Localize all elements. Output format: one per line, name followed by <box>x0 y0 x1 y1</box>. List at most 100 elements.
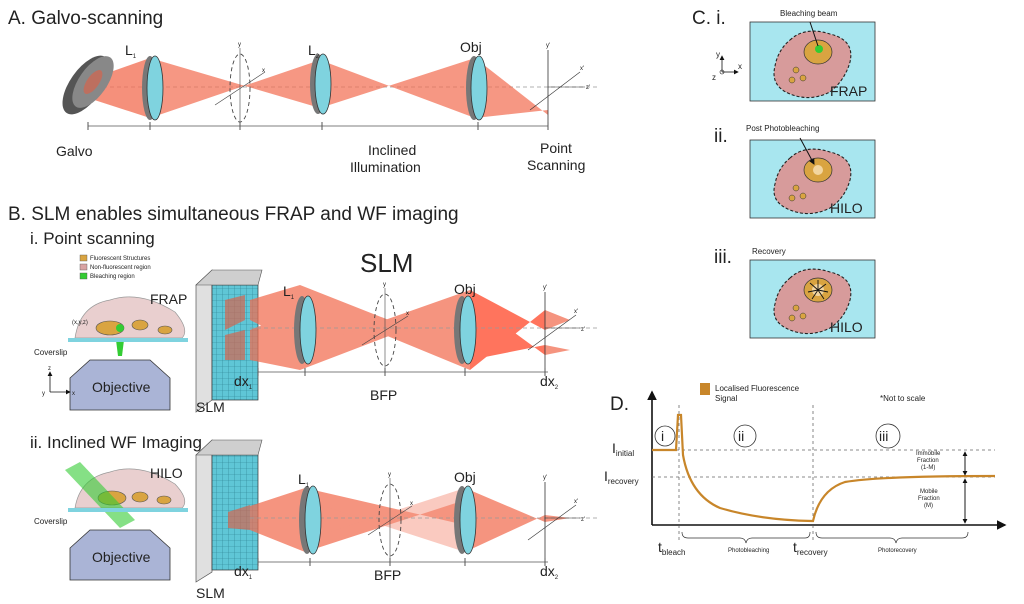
panel-b: B. SLM enables simultaneous FRAP and WF … <box>8 204 600 601</box>
dx2-bii: dx2 <box>540 563 559 581</box>
sample-ii <box>65 462 188 581</box>
legend-b: Fluorescent Structures Non-fluorescent r… <box>79 254 151 280</box>
legend-swatch-fluorescent <box>79 254 88 262</box>
beams-ii <box>250 488 570 552</box>
panel-c-iii: iii. <box>714 247 732 268</box>
bi-zp: z' <box>581 327 585 333</box>
panel-b-ii-title: ii. Inclined WF Imaging <box>30 433 202 452</box>
legend-swatch-nonfluorescent <box>79 263 88 271</box>
note-d: *Not to scale <box>880 394 926 403</box>
a-xp: x' <box>580 66 584 72</box>
immobile-label-3: (1-M) <box>921 465 935 471</box>
panel-a-title: A. Galvo-scanning <box>8 8 163 29</box>
xyz-label: (x,y,z) <box>72 320 88 326</box>
b-axis-y: y <box>42 391 45 397</box>
panel-c-ii: ii. <box>714 126 728 147</box>
hilo-label-c1: HILO <box>830 200 863 216</box>
dx2-bi: dx2 <box>540 373 559 391</box>
label-scanning: Scanning <box>527 157 585 173</box>
label-l1-bi: L1 <box>283 283 295 301</box>
hilo-label-b: HILO <box>150 465 183 481</box>
bii-xp: x' <box>574 499 578 505</box>
photobleaching-label: Photobleaching <box>728 548 769 554</box>
mobile-label: Mobile <box>920 489 938 495</box>
bi-y: y <box>383 282 386 288</box>
ruler-bii <box>257 558 548 566</box>
legend-swatch-bleaching <box>79 272 88 280</box>
focal-axes-a: y' x' z' <box>529 43 590 128</box>
fluorescence-curve <box>652 413 996 523</box>
label-illumination: Illumination <box>350 159 421 175</box>
c-axis-y: y <box>716 50 720 59</box>
legend-fluorescent: Fluorescent Structures <box>90 256 150 262</box>
ruler-a <box>87 122 549 130</box>
immobile-label-2: Fraction <box>917 458 939 464</box>
legend-d: Localised Fluorescence <box>715 384 800 393</box>
label-galvo: Galvo <box>56 143 93 159</box>
bi-x: x <box>406 311 409 317</box>
bfp-a-y: y <box>238 42 241 48</box>
legend-d-2: Signal <box>715 394 737 403</box>
photorecovery-brace <box>815 531 969 544</box>
label-l1-a: L1 <box>125 42 137 60</box>
bfp-label-bi: BFP <box>370 387 397 403</box>
t-recovery: trecovery <box>793 539 828 557</box>
panel-a: A. Galvo-scanning y x <box>8 8 600 175</box>
objective-ii-label: Objective <box>92 549 151 565</box>
frap-label-c: FRAP <box>830 83 867 99</box>
phase-ii-label: ii <box>738 428 744 444</box>
mobile-label-3: (M) <box>924 503 933 509</box>
i-initial: Iinitial <box>612 440 634 458</box>
post-label: Post Photobleaching <box>746 124 819 133</box>
mobile-label-2: Fraction <box>918 496 940 502</box>
label-inclined: Inclined <box>368 142 416 158</box>
axes-b-small: z y x <box>42 366 75 397</box>
legend-swatch-d <box>700 383 710 395</box>
objective-i <box>69 359 171 411</box>
slm-label-bi: SLM <box>196 399 225 415</box>
recovery-label: Recovery <box>752 247 786 256</box>
axes-c: y x z <box>712 50 742 82</box>
ruler-bi <box>257 368 548 376</box>
bi-xp: x' <box>574 309 578 315</box>
label-point: Point <box>540 140 572 156</box>
bii-x: x <box>410 501 413 507</box>
bfp-bii: y x <box>367 472 413 560</box>
frap-box-ii <box>749 137 876 219</box>
lens-l1-bii <box>299 485 322 555</box>
beam-a4 <box>475 58 548 118</box>
frap-label-b: FRAP <box>150 291 187 307</box>
dx1-bii: dx1 <box>234 563 253 581</box>
galvo-mirror <box>62 55 114 115</box>
lens-obj-bii <box>454 485 477 555</box>
bi-yp: y' <box>543 285 547 291</box>
sample-i <box>68 296 188 411</box>
label-obj-bi: Obj <box>454 281 476 297</box>
lens-l1-bi <box>294 295 317 365</box>
label-obj-bii: Obj <box>454 469 476 485</box>
panel-c-title: C. i. <box>692 8 726 29</box>
legend-nonfluorescent: Non-fluorescent region <box>90 265 151 271</box>
focal-axes-bii: y' x' z' <box>527 475 585 560</box>
phase-i-label: i <box>661 428 664 444</box>
panel-b-i-title: i. Point scanning <box>30 229 155 248</box>
bii-yp: y' <box>543 475 547 481</box>
slm-label-bii: SLM <box>196 585 225 601</box>
slm-heading: SLM <box>360 248 413 278</box>
beam-a3 <box>320 58 475 118</box>
legend-bleaching: Bleaching region <box>90 274 135 280</box>
beam-a2 <box>150 58 320 118</box>
dx1-bi: dx1 <box>234 373 253 391</box>
label-l2-a: L2 <box>308 42 320 60</box>
phase-i: i <box>654 425 676 447</box>
beam-a1 <box>82 58 150 118</box>
bii-zp: z' <box>581 517 585 523</box>
bfp-bi: y x <box>361 282 409 370</box>
photobleaching-brace <box>681 531 811 544</box>
lens-obj-a <box>466 55 488 121</box>
bfp-a-x: x <box>262 68 265 74</box>
c-axis-x: x <box>738 62 742 71</box>
coverslip-i: Coverslip <box>34 348 68 357</box>
t-bleach: tbleach <box>658 539 685 557</box>
